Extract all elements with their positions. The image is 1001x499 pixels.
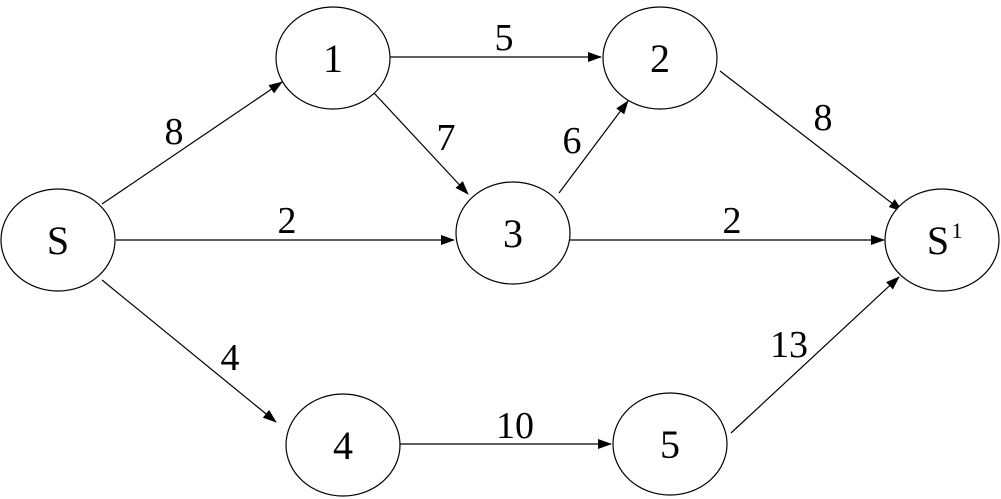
edge-1-3	[373, 92, 469, 195]
node-4: 4	[285, 393, 401, 497]
edge-weights: 8 2 4 5 7 6 8 2 10 13	[165, 17, 833, 447]
node-1: 1	[275, 6, 391, 110]
node-1-label: 1	[323, 36, 343, 81]
node-s1: S 1	[884, 188, 1000, 292]
weight-3-t: 2	[723, 200, 742, 242]
node-s-circle	[0, 188, 116, 292]
node-3: 3	[455, 181, 571, 285]
weight-5-t: 13	[770, 324, 808, 366]
node-2-circle	[602, 6, 718, 110]
edge-3-2	[558, 100, 629, 194]
edge-s-4	[101, 279, 277, 423]
node-5: 5	[612, 392, 728, 496]
node-3-label: 3	[503, 211, 523, 256]
node-4-circle	[285, 393, 401, 497]
node-2-label: 2	[650, 36, 670, 81]
edges	[101, 52, 903, 449]
edge-s-1	[101, 81, 283, 205]
node-4-label: 4	[333, 423, 353, 468]
node-s1-label: S	[927, 218, 949, 263]
weight-3-2: 6	[563, 120, 582, 162]
weight-1-3: 7	[437, 117, 456, 159]
weight-4-5: 10	[496, 405, 534, 447]
edge-2-t	[719, 70, 903, 212]
node-s-label: S	[47, 218, 69, 263]
weight-1-2: 5	[495, 17, 514, 59]
edge-5-t	[730, 276, 900, 434]
node-s: S	[0, 188, 116, 292]
weight-s-1: 8	[165, 111, 184, 153]
node-5-circle	[612, 392, 728, 496]
node-5-label: 5	[660, 422, 680, 467]
node-s1-circle	[884, 188, 1000, 292]
node-1-circle	[275, 6, 391, 110]
weight-s-3: 2	[278, 200, 297, 242]
node-s1-superscript: 1	[952, 218, 963, 243]
node-2: 2	[602, 6, 718, 110]
node-3-circle	[455, 181, 571, 285]
weight-2-t: 8	[814, 97, 833, 139]
weight-s-4: 4	[221, 337, 240, 379]
